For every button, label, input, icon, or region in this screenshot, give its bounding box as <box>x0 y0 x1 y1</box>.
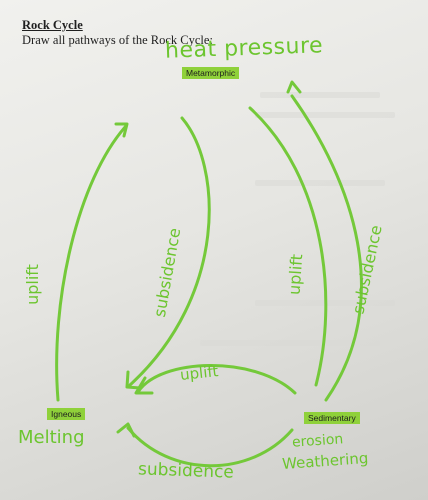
uplift-left-label: uplift <box>22 264 42 305</box>
subsidence-bottom-label: subsidence <box>137 459 235 483</box>
igneous-node: Igneous <box>47 408 86 420</box>
arrow-uplift-center <box>136 364 297 395</box>
melting-label: Melting <box>18 427 85 448</box>
faint-print-line <box>260 92 380 98</box>
arrowhead-subsidence-bottom <box>116 422 136 438</box>
arrow-sedimentary-to-metamorphic-uplift <box>248 106 328 387</box>
arrow-igneous-to-metamorphic <box>55 124 128 402</box>
arrowhead-subsidence-right <box>286 80 302 94</box>
sedimentary-node: Sedimentary <box>304 412 360 424</box>
arrowhead-metamorphic-to-igneous <box>125 370 142 390</box>
arrowhead-uplift-center <box>134 376 154 395</box>
uplift-right-label: uplift <box>284 253 307 296</box>
faint-print-line <box>255 112 395 118</box>
arrowhead-igneous-to-metamorphic <box>114 122 129 138</box>
instruction-text: Draw all pathways of the Rock Cycle: <box>22 33 213 47</box>
arrow-metamorphic-to-igneous <box>128 116 211 387</box>
arrow-subsidence-bottom <box>126 426 294 468</box>
faint-print-line <box>255 180 385 186</box>
arrow-metamorphic-to-sedimentary-subsidence <box>290 94 363 402</box>
faint-print-line <box>200 340 380 346</box>
page-title: Rock Cycle <box>22 18 83 32</box>
metamorphic-node: Metamorphic <box>182 67 240 79</box>
